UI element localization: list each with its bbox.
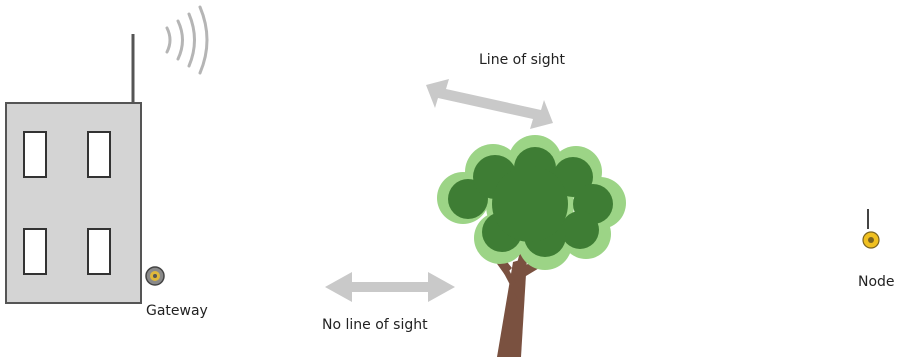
no-line-of-sight-arrow (325, 272, 455, 302)
building-window (24, 229, 46, 274)
node-label: Node (858, 273, 895, 291)
building-window (88, 229, 110, 274)
building-window (88, 132, 110, 177)
gateway-building (6, 34, 141, 303)
line-of-sight-label: Line of sight (479, 51, 565, 69)
node-device-icon (863, 209, 879, 248)
line-of-sight-arrow (426, 79, 553, 129)
tree-obstacle (437, 135, 626, 357)
building-window (24, 132, 46, 177)
gateway-device-icon (146, 267, 164, 285)
radio-waves-icon (167, 7, 207, 73)
gateway-label: Gateway (146, 302, 208, 320)
no-line-of-sight-label: No line of sight (322, 316, 428, 334)
